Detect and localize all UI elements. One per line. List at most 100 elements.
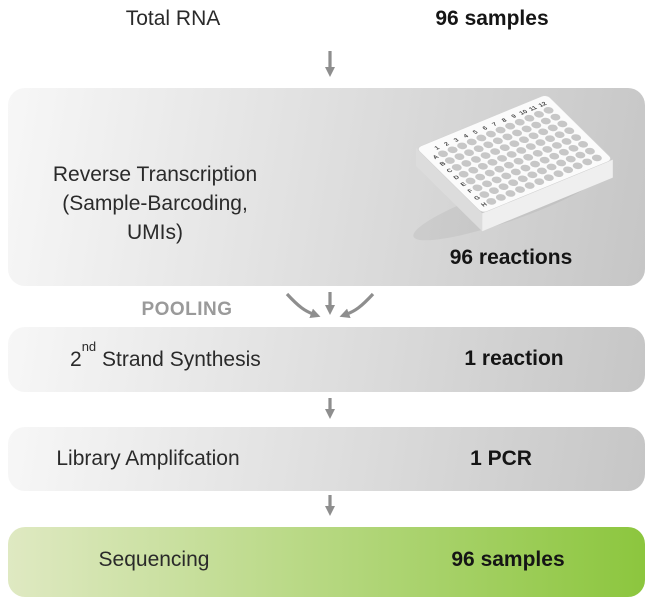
step-title-second-strand-synthesis: 2nd Strand Synthesis	[70, 339, 261, 372]
pooling-arrow-right-icon	[339, 292, 375, 318]
pooling-label: POOLING	[141, 299, 233, 320]
plate-well	[502, 133, 513, 141]
plate-well	[487, 159, 498, 166]
plate-row-label: D	[452, 174, 462, 181]
plate-well	[512, 129, 523, 137]
plate-well	[515, 186, 526, 193]
plate-well	[531, 121, 542, 129]
plate-well	[497, 155, 508, 162]
plate-well	[556, 159, 567, 167]
plate-side-right-face	[482, 159, 613, 232]
plate-col-label: 1	[433, 145, 442, 151]
step-box-reverse-transcription: Reverse Transcription (Sample-Barcoding,…	[8, 88, 645, 286]
step-box-second-strand-synthesis: 2nd Strand Synthesis 1 reaction	[8, 327, 645, 392]
plate-well	[584, 147, 595, 155]
plate-col-label: 3	[452, 137, 461, 143]
plate-row-label: H	[480, 201, 490, 208]
plate-row-label: F	[466, 188, 475, 194]
plate-well	[516, 147, 527, 154]
plate-well	[564, 127, 575, 135]
plate-well	[468, 166, 479, 174]
plate-well	[572, 162, 583, 170]
plate-well	[457, 142, 468, 150]
plate-well	[472, 184, 483, 192]
plate-well	[454, 153, 465, 160]
step-count-reverse-transcription: 96 reactions	[449, 246, 573, 269]
step-count-library-amplification: 1 PCR	[470, 447, 532, 470]
plate-well	[488, 187, 499, 194]
plate-well	[464, 149, 475, 156]
plate-well	[528, 132, 539, 140]
plate-well	[495, 194, 506, 201]
plate-well	[533, 110, 544, 118]
plate-well	[482, 180, 493, 188]
plate-col-label: 10	[518, 109, 530, 117]
plate-well	[554, 131, 565, 138]
plate-well	[465, 177, 476, 185]
plate-col-label: 9	[510, 113, 519, 119]
step-box-sequencing: Sequencing 96 samples	[8, 527, 645, 597]
plate-row-label: E	[459, 181, 468, 187]
96-well-plate-icon: 123456789101112ABCDEFGH	[413, 95, 613, 241]
plate-well	[495, 126, 506, 134]
plate-row-label: G	[473, 195, 483, 202]
ordinal-base: 2	[70, 348, 82, 371]
plate-well	[514, 118, 525, 126]
plate-well	[485, 130, 496, 138]
plate-col-label: 8	[500, 117, 509, 123]
plate-well	[557, 120, 568, 128]
step-title-reverse-transcription: Reverse Transcription (Sample-Barcoding,…	[35, 160, 275, 247]
plate-well	[506, 151, 517, 158]
plate-well	[505, 122, 516, 130]
plate-well	[513, 157, 524, 165]
plate-well	[494, 165, 505, 173]
plate-well	[534, 178, 545, 185]
plate-well	[477, 162, 488, 170]
plate-well	[538, 128, 549, 136]
plate-col-label: 4	[462, 133, 471, 139]
plate-well	[525, 143, 536, 150]
plate-well	[473, 145, 484, 153]
plate-well	[486, 198, 497, 205]
plate-well	[524, 182, 535, 189]
plate-col-label: 5	[472, 129, 481, 135]
plate-well	[490, 148, 501, 155]
plate-row-label: C	[445, 167, 455, 174]
plate-well	[444, 157, 455, 164]
plate-col-label: 6	[481, 125, 490, 131]
plate-well	[508, 179, 519, 187]
pooling-arrow-left-icon	[285, 292, 321, 318]
plate-col-label: 2	[443, 141, 452, 147]
plate-well	[483, 141, 494, 149]
plate-well	[505, 190, 516, 197]
plate-col-label: 7	[491, 121, 500, 127]
step-title-line2: (Sample-Barcoding, UMIs)	[62, 192, 248, 244]
plate-well	[503, 161, 514, 169]
plate-well	[543, 107, 554, 114]
plate-well	[546, 163, 557, 171]
plate-well	[517, 175, 528, 183]
plate-well	[518, 136, 529, 144]
plate-well	[540, 117, 551, 125]
plate-well	[458, 170, 469, 178]
plate-well	[521, 125, 532, 133]
input-material-label: Total RNA	[125, 7, 221, 30]
plate-col-label: 12	[537, 101, 549, 109]
plate-side-left-face	[416, 148, 483, 232]
step-count-sequencing: 96 samples	[451, 548, 565, 571]
plate-well	[547, 124, 558, 132]
step-box-library-amplification: Library Amplifcation 1 PCR	[8, 427, 645, 491]
plate-well	[484, 169, 495, 177]
plate-well	[476, 134, 487, 142]
plate-well	[530, 160, 541, 168]
step-title-library-amplification: Library Amplifcation	[56, 447, 240, 470]
plate-well	[501, 172, 512, 180]
plate-well	[461, 160, 472, 167]
plate-well	[492, 137, 503, 145]
plate-well	[545, 135, 556, 142]
plate-well	[550, 113, 561, 121]
plate-well	[551, 142, 562, 149]
step-count-second-strand-synthesis: 1 reaction	[464, 347, 564, 370]
plate-well	[491, 176, 502, 184]
plate-well	[536, 167, 547, 175]
